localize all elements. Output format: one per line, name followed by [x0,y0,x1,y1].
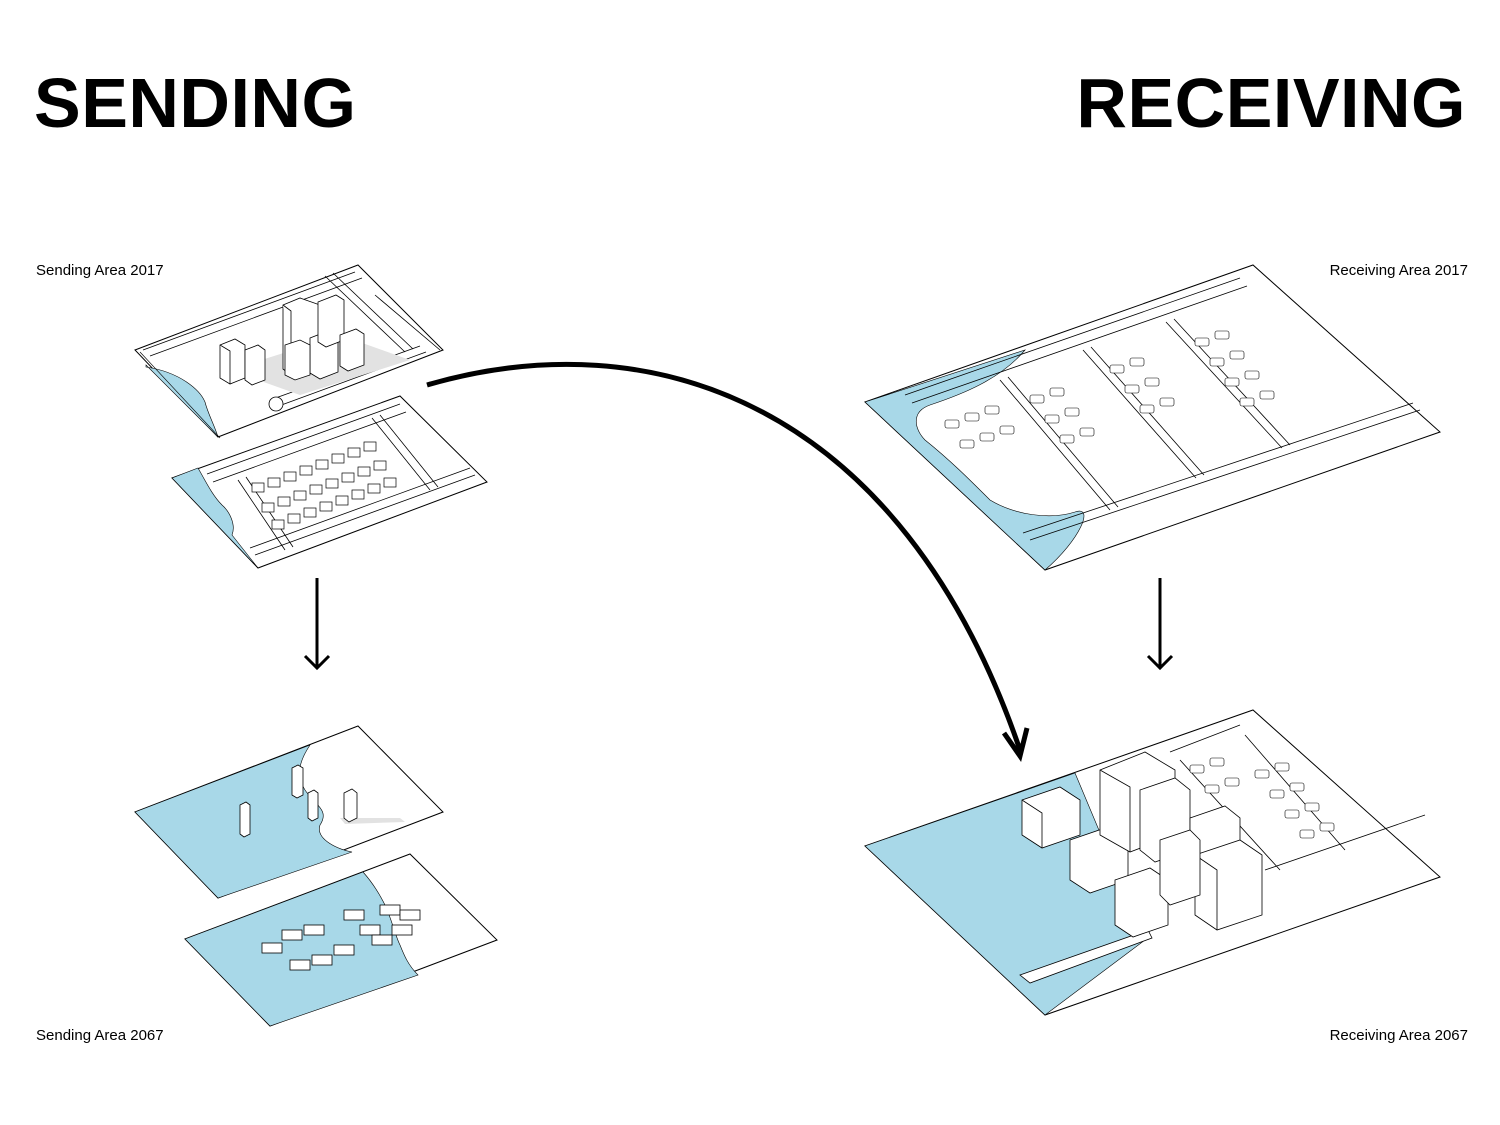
tower-blocks [219,294,365,386]
floating-units [261,904,421,971]
caption-receiving-area-2067: Receiving Area 2067 [1329,1027,1468,1044]
new-buildings [1021,751,1263,938]
receiving-heading: RECEIVING [1076,64,1466,142]
receiving-2017-plate [864,264,1441,571]
water-area [145,364,219,438]
water-area [171,467,259,569]
transfer-arrow [426,361,1023,751]
sending-2017-tower-plate [134,264,444,439]
car-grid [1189,757,1335,839]
water-area [864,349,1085,571]
sending-2067-floating-plate [184,853,498,1027]
tower-blocks [239,764,358,838]
house-row [251,441,397,530]
sending-2067-tower-plate [134,725,444,899]
sending-2017-houses-plate [171,395,488,569]
receiving-2067-plate [864,709,1441,1016]
caption-sending-area-2017: Sending Area 2017 [36,262,164,279]
caption-sending-area-2067: Sending Area 2067 [36,1027,164,1044]
caption-receiving-area-2017: Receiving Area 2017 [1329,262,1468,279]
car-grid [944,330,1275,449]
sending-heading: SENDING [34,64,357,142]
